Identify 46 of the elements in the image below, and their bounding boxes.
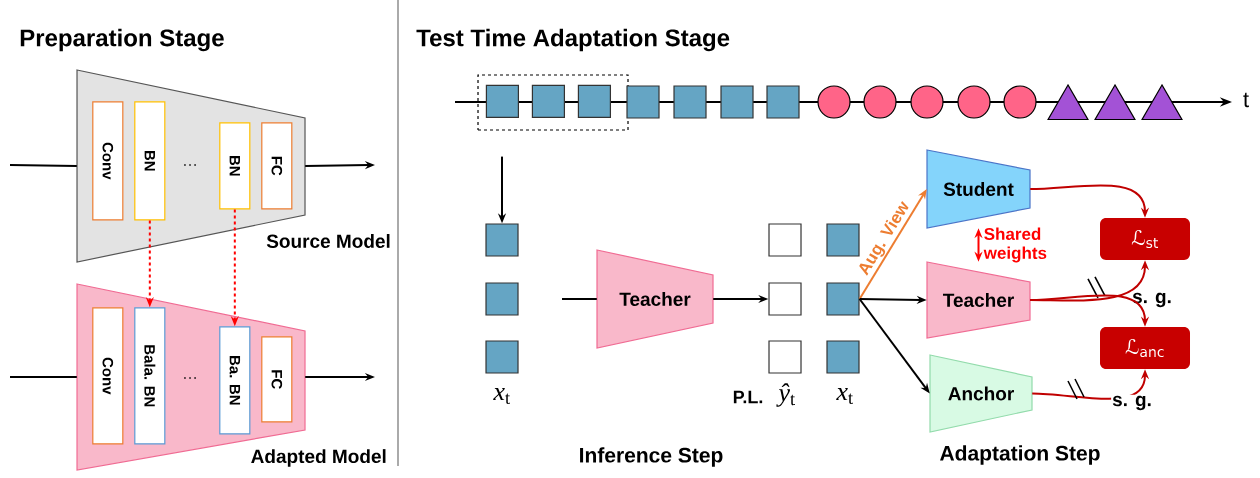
variable-label: x$_{t}$: [836, 388, 853, 404]
sample-square: [673, 85, 707, 119]
label-square: [768, 282, 802, 316]
layer-box: FC: [261, 336, 293, 423]
layer-box: FC: [261, 122, 293, 210]
layer-box: Ba. BN: [219, 326, 251, 435]
axis-label: t: [1243, 92, 1249, 108]
edge-label: Shared weights: [983, 227, 1047, 263]
variable-label: ŷ$_{t}$: [776, 383, 795, 407]
sample-circle: [957, 85, 991, 119]
model-trapezoid: Anchor: [929, 354, 1033, 433]
layer-box: Conv: [92, 101, 124, 221]
layer-box: Bala. BN: [134, 307, 166, 445]
edge-label: s. g.: [1111, 394, 1153, 412]
sample-square: [485, 223, 519, 257]
sample-square: [720, 85, 754, 119]
pseudo-label-text: P.L.: [733, 390, 763, 404]
label-square: [768, 223, 802, 257]
sample-square: [577, 84, 611, 118]
sample-square: [626, 85, 660, 119]
variable-label: x$_{t}$: [493, 388, 510, 404]
loss-box: ℒ$_{anc}$: [1100, 327, 1190, 369]
layer-box: BN: [219, 122, 251, 210]
sample-circle: [910, 85, 944, 119]
sample-square: [485, 340, 519, 374]
sample-circle: [817, 85, 851, 119]
ellipsis: …: [184, 377, 196, 379]
loss-box: ℒ$_{st}$: [1100, 218, 1190, 260]
label-square: [768, 340, 802, 374]
model-trapezoid: Teacher: [596, 249, 714, 349]
sample-circle: [863, 85, 897, 119]
sample-square: [826, 223, 860, 257]
heading: Test Time Adaptation Stage: [416, 28, 730, 52]
layer-box: Conv: [92, 307, 124, 445]
sample-square: [826, 282, 860, 316]
sample-square: [485, 282, 519, 316]
dashed-box: [477, 74, 629, 131]
step-caption: Inference Step: [580, 447, 723, 467]
sample-square: [826, 340, 860, 374]
sample-square: [766, 85, 800, 119]
sample-square: [485, 84, 519, 118]
sample-square: [531, 84, 565, 118]
heading: Preparation Stage: [20, 28, 224, 52]
sample-circle: [1003, 85, 1037, 119]
layer-box: BN: [134, 101, 166, 221]
ellipsis: …: [184, 164, 196, 166]
